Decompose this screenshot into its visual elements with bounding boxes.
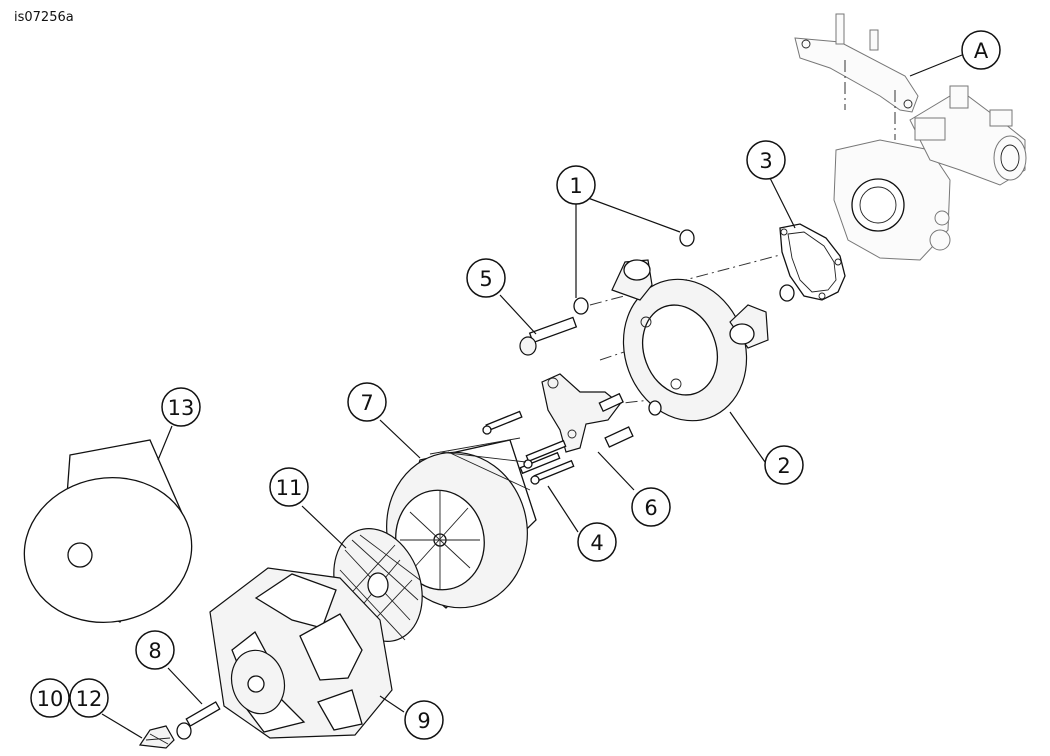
leader-a	[909, 54, 963, 77]
seal-ring-lower	[648, 400, 662, 416]
callout-11-label: 11	[276, 476, 303, 500]
part-2-backplate	[611, 259, 769, 422]
callout-9: 8 9	[404, 700, 444, 740]
leader-5	[499, 294, 537, 335]
leader-9	[379, 695, 405, 713]
callout-10: 10	[30, 678, 70, 718]
callout-10-label: 10	[37, 687, 64, 711]
leader-2	[729, 411, 766, 463]
leader-4	[547, 485, 579, 533]
part-9-cover	[209, 567, 393, 739]
callout-3-label: 3	[759, 149, 772, 173]
part-1-o-ring	[573, 297, 589, 315]
part-a-throttle-body	[794, 13, 1027, 261]
long-screw	[485, 410, 523, 432]
callout-13-label: 13	[168, 396, 195, 420]
leader-13	[157, 425, 173, 461]
callout-5: 5	[466, 258, 506, 298]
seal-ring-upper	[679, 229, 695, 247]
long-screw-head	[482, 425, 492, 435]
callout-13: 13	[161, 387, 201, 427]
part-13-pre-filter	[23, 439, 193, 624]
seal-ring	[779, 284, 795, 302]
leader-12	[101, 713, 143, 739]
callout-a-label: A	[974, 39, 989, 63]
leader-8	[167, 667, 203, 705]
callout-9-text: 9	[417, 709, 430, 733]
callout-12-label: 12	[76, 687, 103, 711]
figure-id: is07256a	[14, 10, 74, 25]
part-5-hollow-bolt	[519, 316, 578, 356]
callout-1: 1	[556, 165, 596, 205]
hollow-bolt-small	[604, 426, 634, 448]
callout-6-label: 6	[644, 496, 657, 520]
callout-7-label: 7	[360, 391, 373, 415]
part-10-12-emblem	[138, 725, 175, 749]
callout-4: 4	[577, 522, 617, 562]
callout-4-label: 4	[590, 531, 603, 555]
callout-12: 12	[69, 678, 109, 718]
callout-2: 2	[764, 445, 804, 485]
callout-8-label: 8	[148, 639, 161, 663]
leader-1	[575, 197, 681, 298]
callout-5-label: 5	[479, 267, 492, 291]
part-7-filter	[386, 437, 537, 609]
callout-3: 3	[746, 140, 786, 180]
part-3-gasket	[779, 223, 846, 301]
part-6-bracket	[541, 373, 624, 453]
leader-3	[769, 177, 796, 229]
callout-11: 11	[269, 467, 309, 507]
callout-6: 6	[631, 487, 671, 527]
callout-7: 7	[347, 382, 387, 422]
leader-6	[597, 451, 635, 491]
leader-11	[301, 505, 347, 549]
callout-2-label: 2	[777, 454, 790, 478]
part-4-screws	[519, 439, 575, 485]
leader-7	[379, 419, 421, 459]
callout-8: 8	[135, 630, 175, 670]
part-8-screw	[176, 701, 221, 740]
callout-1-label: 1	[569, 174, 582, 198]
callout-a: A	[961, 30, 1001, 70]
